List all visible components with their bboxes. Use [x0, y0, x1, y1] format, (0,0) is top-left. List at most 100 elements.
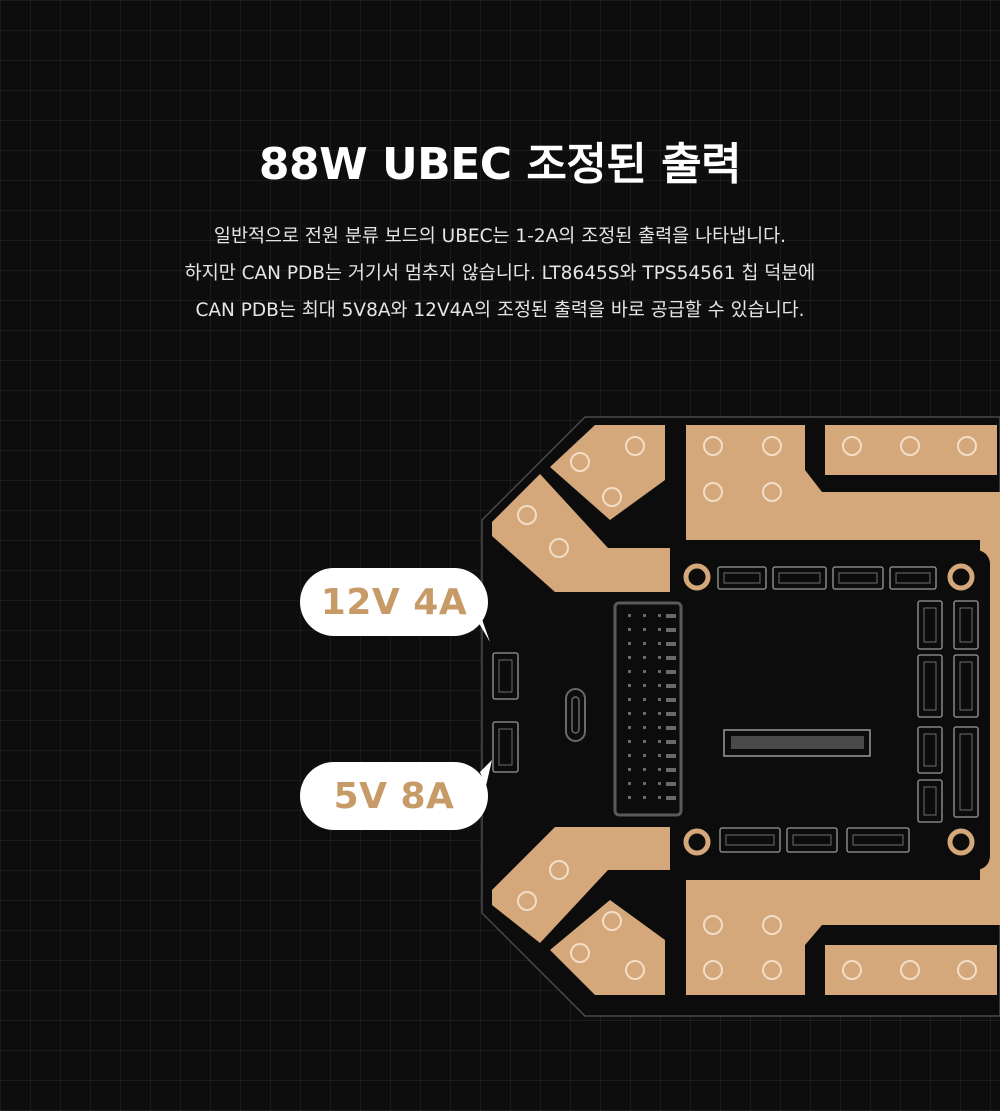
usb-c-inner [571, 696, 580, 734]
via-hole [703, 915, 723, 935]
header-pin [628, 684, 631, 687]
header-pin [658, 642, 661, 645]
via-hole [900, 960, 920, 980]
power-connector-12v [492, 652, 519, 700]
header-pin [643, 740, 646, 743]
connectors [492, 566, 979, 853]
copper-pad [825, 425, 997, 475]
header-pin [628, 670, 631, 673]
mounting-hole [947, 828, 975, 856]
via-hole [517, 505, 537, 525]
connector-slot [923, 661, 937, 711]
connector-slot [923, 733, 937, 767]
via-hole [762, 915, 782, 935]
via-hole [703, 482, 723, 502]
connector-slot [778, 572, 821, 584]
header-pin [628, 782, 631, 785]
connector [917, 779, 943, 823]
header-pin [643, 670, 646, 673]
chip-body [731, 736, 864, 749]
pin-header [613, 601, 683, 817]
connector-slot [923, 786, 937, 816]
header-pin [628, 656, 631, 659]
connector-slot [852, 834, 904, 846]
via-hole [602, 911, 622, 931]
connector [786, 827, 838, 853]
connector [832, 566, 884, 590]
via-hole [762, 482, 782, 502]
header-pin [643, 712, 646, 715]
connector-slot [838, 572, 878, 584]
header-pin-tab [666, 656, 676, 660]
header-pin [658, 698, 661, 701]
via-hole [900, 436, 920, 456]
description-line-1: 일반적으로 전원 분류 보드의 UBEC는 1-2A의 조정된 출력을 나타냅니… [213, 226, 787, 247]
header-pin-tab [666, 642, 676, 646]
copper-pad [686, 425, 1000, 540]
via-hole [549, 538, 569, 558]
connector-slot [923, 607, 937, 643]
description-line-2: 하지만 CAN PDB는 거기서 멈추지 않습니다. LT8645S와 TPS5… [184, 263, 816, 284]
chip [723, 729, 871, 757]
header-pin-tab [666, 726, 676, 730]
header-pin [643, 768, 646, 771]
usb-c-port [565, 688, 586, 742]
header-pin [628, 768, 631, 771]
header-pin [628, 796, 631, 799]
connector-inner [498, 572, 973, 846]
header-pin [658, 782, 661, 785]
connector [719, 827, 781, 853]
connector-slot [895, 572, 931, 584]
connector [889, 566, 937, 590]
description-line-3: CAN PDB는 최대 5V8A와 12V4A의 조정된 출력을 바로 공급할 … [195, 300, 805, 321]
via-hole [517, 891, 537, 911]
connector [772, 566, 827, 590]
connector-slot [498, 659, 513, 693]
header-pin [658, 712, 661, 715]
header-pin [658, 754, 661, 757]
header-pin [628, 614, 631, 617]
header-pin-tab [666, 712, 676, 716]
connector-slot [792, 834, 832, 846]
connector-slot [723, 572, 761, 584]
connector [917, 654, 943, 718]
header-pin [628, 628, 631, 631]
power-connector-5v [492, 721, 519, 773]
header-pin-tab [666, 782, 676, 786]
mounting-hole [683, 828, 711, 856]
connector-slot [959, 661, 973, 711]
mounting-holes [683, 563, 975, 856]
header-pin [658, 684, 661, 687]
via-hole [957, 436, 977, 456]
header-pin [628, 740, 631, 743]
page-title: 88W UBEC 조정된 출력 [258, 139, 742, 190]
description: 일반적으로 전원 분류 보드의 UBEC는 1-2A의 조정된 출력을 나타냅니… [0, 218, 1000, 329]
via-hole [549, 860, 569, 880]
copper-pad [825, 945, 997, 995]
header-pin [643, 782, 646, 785]
header-pin-tab [666, 670, 676, 674]
via-holes [517, 436, 977, 980]
header-pin-tab [666, 698, 676, 702]
header-pin [628, 754, 631, 757]
via-hole [602, 487, 622, 507]
header-pin [658, 796, 661, 799]
header-pin-tab [666, 796, 676, 800]
header-pin-tab [666, 768, 676, 772]
callout-5v-8a: 5V 8A [300, 762, 488, 830]
header-pin [643, 628, 646, 631]
header-pin-tab [666, 754, 676, 758]
copper-pad [492, 827, 670, 943]
header-pin [643, 642, 646, 645]
via-hole [842, 436, 862, 456]
header-pin [658, 768, 661, 771]
copper-pad [550, 900, 665, 995]
header-pin [643, 684, 646, 687]
header-pin [643, 796, 646, 799]
header-pin [628, 642, 631, 645]
via-hole [703, 960, 723, 980]
header-pins [628, 614, 676, 800]
header-pin [628, 698, 631, 701]
mounting-hole [683, 563, 711, 591]
